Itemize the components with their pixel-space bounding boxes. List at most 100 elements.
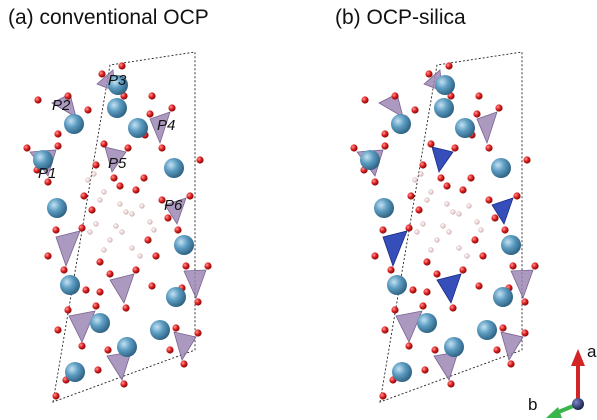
panel-b-oxygen-atom <box>371 252 379 260</box>
panel-b-oxygen-atom <box>473 110 481 118</box>
site-label-p3: P3 <box>108 72 127 89</box>
panel-a-phosphate-tetrahedron <box>183 269 207 300</box>
panel-b-phosphate-tetrahedron <box>433 351 459 381</box>
panel-a-oxygen-atom <box>52 226 60 234</box>
site-label-p6: P6 <box>164 197 183 214</box>
panel-b-calcium-atom <box>374 198 394 218</box>
panel-b-hydrogen-atom <box>464 253 470 259</box>
panel-a-hydrogen-atom <box>151 227 157 233</box>
panel-b-oxygen-atom <box>451 144 459 152</box>
panel-b-phosphate-tetrahedron <box>510 269 534 300</box>
panel-b-hydrogen-atom <box>456 245 462 251</box>
panel-a-hydrogen-atom <box>107 237 113 243</box>
panel-a-oxygen-atom <box>104 346 112 354</box>
panel-a-calcium-atom <box>65 362 85 382</box>
panel-a-oxygen-atom <box>152 252 160 260</box>
panel-b-calcium-atom <box>501 235 521 255</box>
panel-b-calcium-atom <box>455 118 475 138</box>
panel-b-oxygen-atom <box>411 106 419 114</box>
panel-b-oxygen-atom <box>495 104 503 112</box>
panel-a-calcium-atom <box>128 118 148 138</box>
panel-a-calcium-atom <box>90 313 110 333</box>
panel-b-hydrogen-atom <box>450 209 456 215</box>
panel-a-oxygen-atom <box>146 110 154 118</box>
panel-b-hydrogen-atom <box>444 201 450 207</box>
panel-a-calcium-atom <box>174 235 194 255</box>
panel-a-oxygen-atom <box>180 360 188 368</box>
panel-b-oxygen-atom <box>467 174 475 182</box>
panel-a-oxygen-atom <box>158 196 166 204</box>
panel-a-oxygen-atom <box>92 302 100 310</box>
panel-b-silicate-tetrahedron <box>382 230 408 268</box>
panel-a-phosphate-tetrahedron <box>51 93 77 118</box>
panel-b-oxygen-atom <box>431 346 439 354</box>
panel-b-oxygen-atom <box>479 252 487 260</box>
panel-b-oxygen-atom <box>521 329 529 337</box>
panel-b-hydrogen-atom <box>414 229 420 235</box>
panel-b-calcium-atom <box>444 337 464 357</box>
panel-a-oxygen-atom <box>54 326 62 334</box>
panel-b-oxygen-atom <box>449 304 457 312</box>
panel-b-calcium-atom <box>493 287 513 307</box>
panel-a-oxygen-atom <box>132 266 140 274</box>
panel-b-hydrogen-atom <box>440 223 446 229</box>
panel-b-oxygen-atom <box>391 306 399 314</box>
panel-b-oxygen-atom <box>443 182 451 190</box>
panel-a-calcium-atom <box>60 275 80 295</box>
panel-a-structure <box>23 51 212 403</box>
panel-b-oxygen-atom <box>471 236 479 244</box>
panel-a-hydrogen-atom <box>113 223 119 229</box>
panel-b-oxygen-atom <box>485 144 493 152</box>
panel-b-oxygen-atom <box>379 392 387 400</box>
panel-b-calcium-atom <box>391 114 411 134</box>
panel-b-oxygen-atom <box>459 266 467 274</box>
panel-a-oxygen-atom <box>196 156 204 164</box>
panel-b-calcium-atom <box>417 313 437 333</box>
panel-a-phosphate-tetrahedron <box>164 197 187 225</box>
panel-a-oxygen-atom <box>158 144 166 152</box>
panel-a-oxygen-atom <box>122 304 130 312</box>
panel-b-oxygen-atom <box>405 224 413 232</box>
panel-b-calcium-atom <box>392 362 412 382</box>
panel-b-silicate-tetrahedron <box>491 197 514 225</box>
panel-a-oxygen-atom <box>94 366 102 374</box>
panel-a-oxygen-atom <box>116 182 124 190</box>
panel-b-oxygen-atom <box>379 226 387 234</box>
panel-b-hydrogen-atom <box>434 237 440 243</box>
panel-b-hydrogen-atom <box>418 171 424 177</box>
panel-b-oxygen-atom <box>350 144 358 152</box>
panel-b-oxygen-atom <box>421 366 429 374</box>
panel-a-calcium-atom <box>166 287 186 307</box>
panel-a-hydrogen-atom <box>91 171 97 177</box>
panel-a-oxygen-atom <box>124 144 132 152</box>
panel-b-oxygen-atom <box>387 266 395 274</box>
panel-b-oxygen-atom <box>381 130 389 138</box>
panel-a-hydrogen-atom <box>147 219 153 225</box>
panel-a-oxygen-atom <box>78 342 86 350</box>
panel-b-phosphate-tetrahedron <box>378 93 404 118</box>
panel-a-oxygen-atom <box>144 236 152 244</box>
panel-a-oxygen-atom <box>182 262 190 270</box>
panel-b-hydrogen-atom <box>466 203 472 209</box>
panel-b-oxygen-atom <box>425 70 433 78</box>
panel-a-oxygen-atom <box>166 346 174 354</box>
site-label-p2: P2 <box>52 97 71 114</box>
panel-a-oxygen-atom <box>168 104 176 112</box>
panel-a-oxygen-atom <box>34 96 42 104</box>
panel-b-phosphate-tetrahedron <box>395 310 423 343</box>
panel-a-calcium-atom <box>47 198 67 218</box>
panel-a-hydrogen-atom <box>97 197 103 203</box>
panel-b-hydrogen-atom <box>428 189 434 195</box>
panel-a-oxygen-atom <box>148 92 156 100</box>
panel-b-oxygen-atom <box>499 324 507 332</box>
panel-a-phosphate-tetrahedron <box>149 111 171 145</box>
panel-a-phosphate-tetrahedron <box>55 230 81 268</box>
panel-b-calcium-atom <box>491 158 511 178</box>
panel-b-hydrogen-atom <box>456 211 462 217</box>
panel-a-hydrogen-atom <box>101 247 107 253</box>
panel-b-silicate-tetrahedron <box>436 273 462 304</box>
panel-b-oxygen-atom <box>493 346 501 354</box>
panel-a-oxygen-atom <box>64 306 72 314</box>
panel-b-hydrogen-atom <box>446 229 452 235</box>
panel-b-hydrogen-atom <box>474 219 480 225</box>
